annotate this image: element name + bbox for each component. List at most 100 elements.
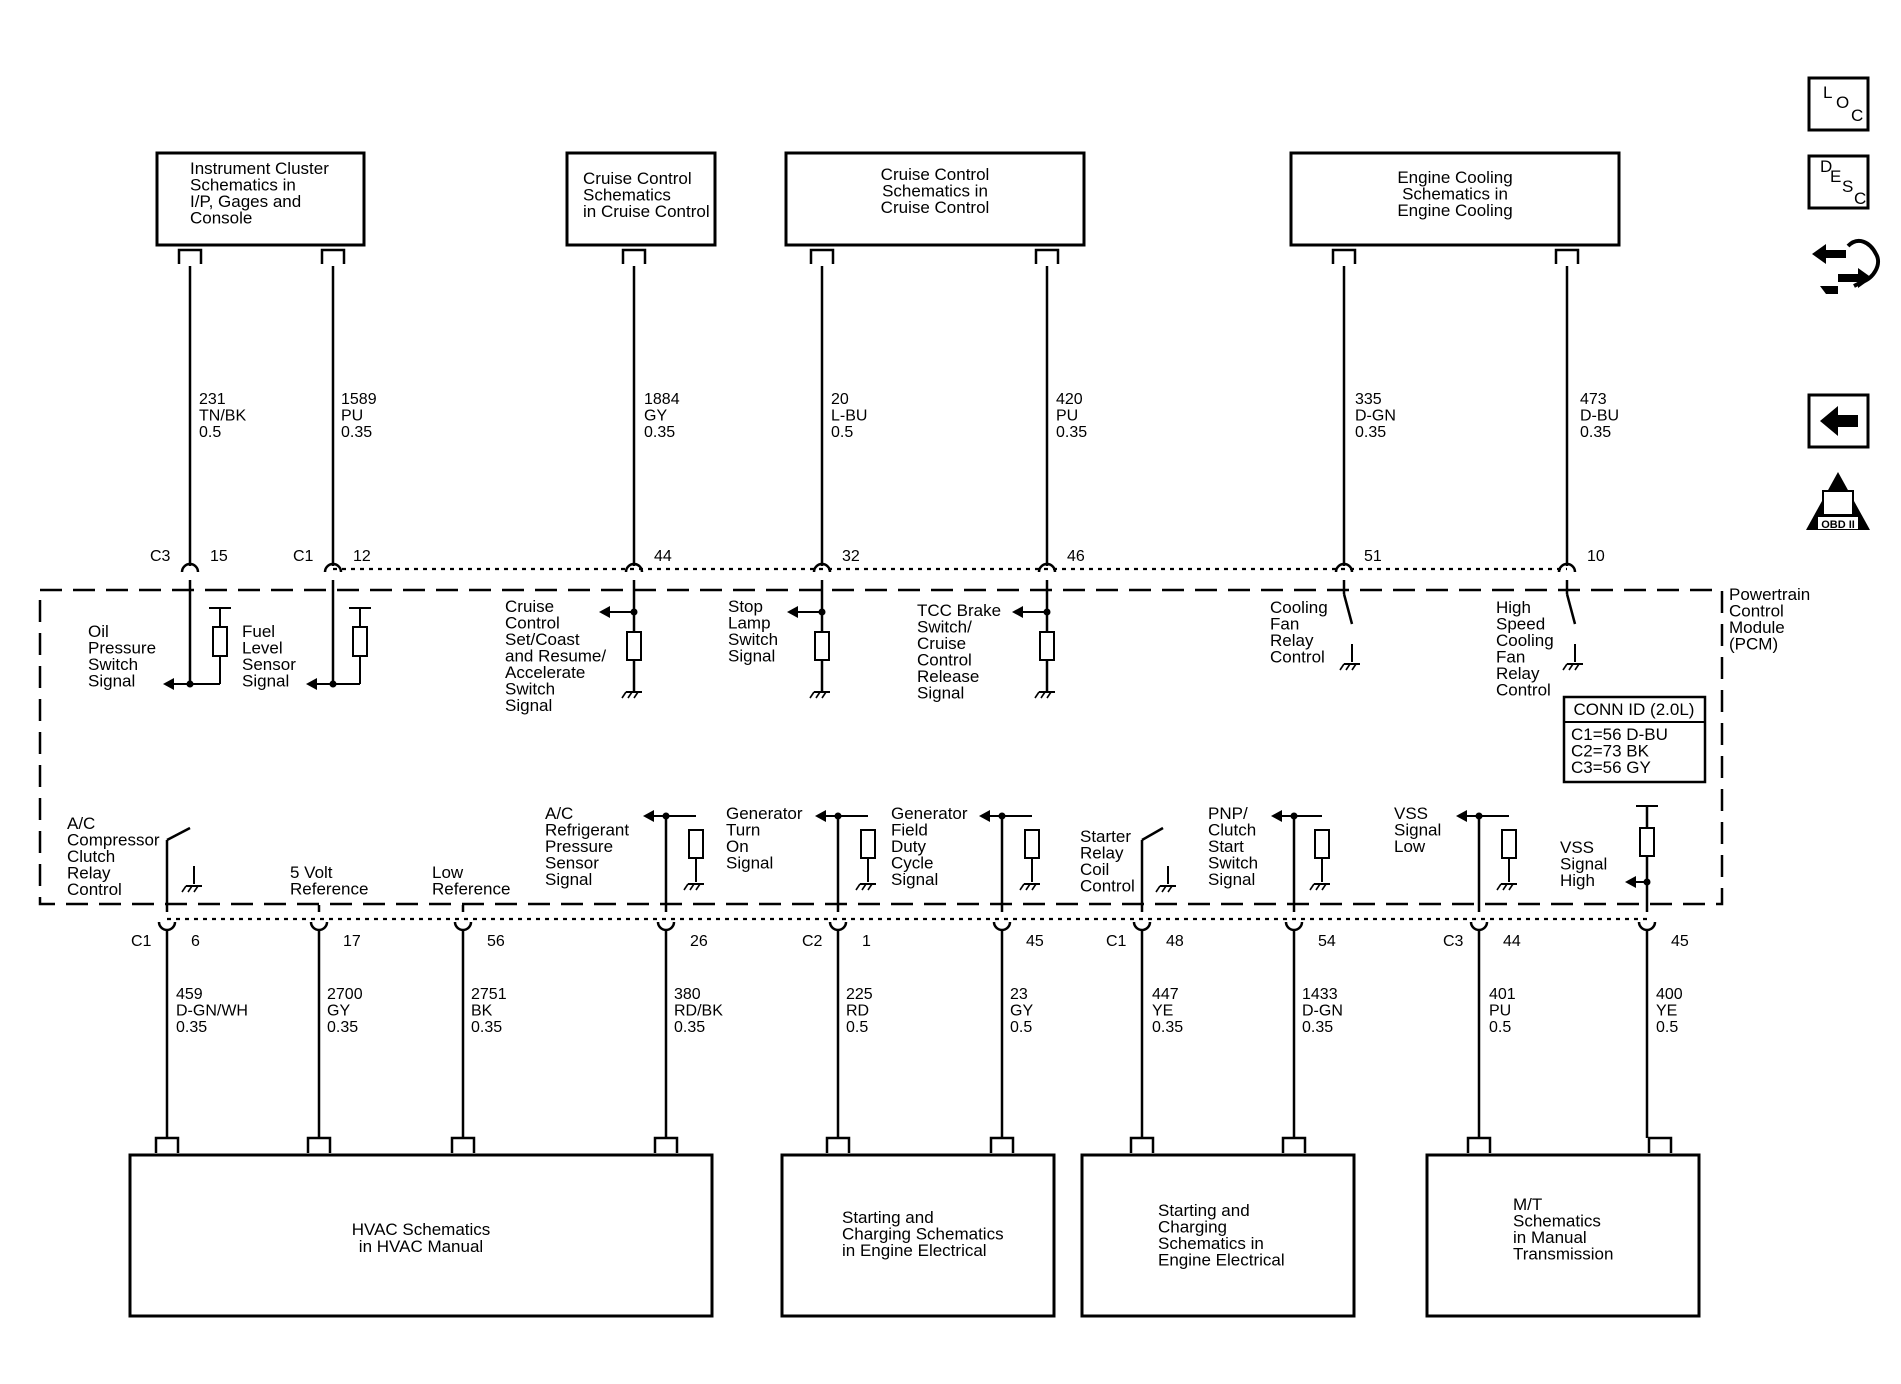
connector-id: C1 xyxy=(131,933,152,950)
ground-hatch xyxy=(1351,663,1357,671)
pin-symbol xyxy=(180,562,200,573)
signal-label-line: 5 Volt xyxy=(290,863,333,882)
connector-end-view-icon[interactable] xyxy=(1812,238,1881,294)
module-label-line: Cruise Control xyxy=(881,165,990,184)
ground-hatch xyxy=(867,883,873,891)
connector-id: C3 xyxy=(150,548,171,565)
top-circuit-32: 20L-BU0.532 xyxy=(812,266,867,573)
wire-label-line: 0.35 xyxy=(1302,1019,1333,1036)
desc-letter: D xyxy=(1820,157,1832,176)
module-box xyxy=(155,151,366,247)
wire-label-line: PU xyxy=(341,408,363,425)
signal-label-line: Switch xyxy=(505,680,555,699)
signal-label-line: Generator xyxy=(891,804,968,823)
pin-symbol xyxy=(656,921,676,932)
pin-symbol xyxy=(309,921,329,932)
wire-label-line: 0.35 xyxy=(674,1019,705,1036)
pin-symbol xyxy=(992,921,1012,932)
ground-icon xyxy=(621,691,642,699)
internal-input-46 xyxy=(1012,580,1055,699)
pin-symbol xyxy=(1469,921,1489,932)
loc-letter: L xyxy=(1823,83,1832,102)
pin-symbol xyxy=(828,921,848,932)
ground-hatch xyxy=(1046,691,1052,699)
module-label-line: Transmission xyxy=(1513,1245,1613,1264)
ground-hatch xyxy=(633,691,639,699)
pin-number: 32 xyxy=(842,548,860,565)
wire-label-line: 0.35 xyxy=(1152,1019,1183,1036)
junction-dot xyxy=(662,812,670,820)
ground-hatch xyxy=(809,691,815,699)
module-box xyxy=(1080,1153,1356,1318)
wire-label-line: YE xyxy=(1656,1003,1677,1020)
internal-input-32 xyxy=(787,580,830,699)
ground-hatch xyxy=(1339,663,1345,671)
signal-label-line: Sensor xyxy=(545,854,599,873)
signal-label-line: and Resume/ xyxy=(505,647,606,666)
resistor-icon xyxy=(212,626,228,657)
wire-label-line: 459 xyxy=(176,986,203,1003)
module-label-line: Starting and xyxy=(1158,1201,1250,1220)
signal-label-line: Oil xyxy=(88,622,109,641)
ground-hatch xyxy=(1502,883,1508,891)
internal-input-1 xyxy=(815,810,876,912)
conn-id-row-line: C2=73 BK xyxy=(1571,742,1650,761)
signal-label-line: Sensor xyxy=(242,655,296,674)
signal-label-line: On xyxy=(726,837,749,856)
junction-dot xyxy=(186,680,194,688)
signal-label-line: Compressor xyxy=(67,831,160,850)
wire-label-line: 0.5 xyxy=(846,1019,868,1036)
switch-arm xyxy=(1342,593,1354,625)
wire-label-line: 0.5 xyxy=(1010,1019,1032,1036)
back-arrow-icon[interactable] xyxy=(1807,393,1870,449)
internal-output-48 xyxy=(1140,826,1176,912)
signal-label-line: Control xyxy=(917,651,972,670)
internal-input-44 xyxy=(599,580,642,699)
wire-label-line: 2751 xyxy=(471,986,507,1003)
ground-hatch xyxy=(1309,883,1315,891)
internal-input-15 xyxy=(163,580,231,690)
wire-label-line: YE xyxy=(1152,1003,1173,1020)
connector-tab xyxy=(154,1136,180,1153)
pin-symbol xyxy=(323,562,343,573)
obd-label: OBD II xyxy=(1821,519,1855,531)
module-label-line: Engine Electrical xyxy=(1158,1251,1285,1270)
ground-hatch xyxy=(1496,883,1502,891)
loc-icon[interactable]: LOC xyxy=(1807,76,1870,132)
ground-icon xyxy=(1339,663,1360,671)
module-label-line: Console xyxy=(190,209,252,228)
wire-label-line: RD/BK xyxy=(674,1003,723,1020)
signal-label-line: Control xyxy=(1270,648,1325,667)
signal-label: TCC BrakeSwitch/CruiseControlReleaseSign… xyxy=(917,601,1001,703)
pin-number: 26 xyxy=(690,933,708,950)
ground-hatch xyxy=(1345,663,1351,671)
module-label-line: in Engine Electrical xyxy=(842,1241,987,1260)
ground-hatch xyxy=(1031,883,1037,891)
signal-label-line: Switch xyxy=(88,655,138,674)
ground-hatch xyxy=(1040,691,1046,699)
wire-label-line: 225 xyxy=(846,986,873,1003)
ground-icon xyxy=(1034,691,1055,699)
desc-letter: C xyxy=(1854,189,1866,208)
pin-symbol xyxy=(1557,562,1577,573)
obd-label-bg xyxy=(1818,517,1858,529)
arrow-head-icon xyxy=(1271,810,1282,822)
module-label-line: Schematics xyxy=(583,186,671,205)
signal-label-line: Signal xyxy=(728,647,775,666)
signal-label-line: High xyxy=(1496,598,1531,617)
